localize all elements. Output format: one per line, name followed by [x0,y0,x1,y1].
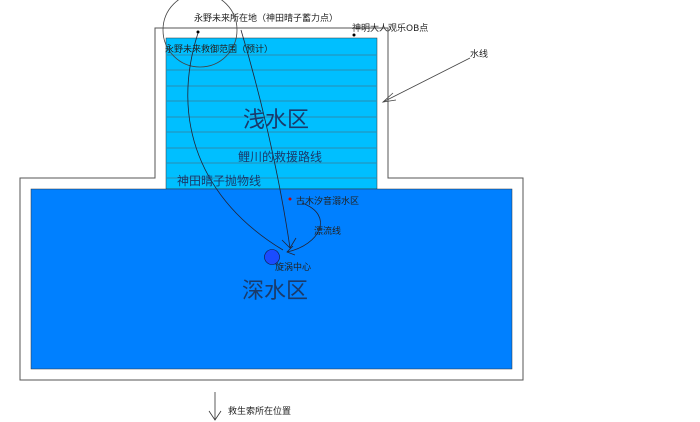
deep-zone-label: 深水区 [242,279,309,304]
whirlpool-circle [264,249,280,265]
rikawa-route-line [240,29,291,249]
shallow-zone-label: 浅水区 [243,108,310,133]
route-arrowhead [281,237,297,249]
rescue-range-label: 永野未来救御范围（预计） [165,45,274,55]
drift-line [286,202,321,253]
lifeline-label: 救生索所在位置 [228,407,292,417]
kanda-parabola-label: 神田晴子抛物线 [177,174,262,188]
shallow-lines [166,54,377,179]
lifeline-arrowhead [208,410,222,421]
deep-area [30,188,513,370]
ob-point [352,33,356,37]
rikawa-route-label: 鲤川的救援路线 [238,150,323,164]
rescue-range-circle [162,0,238,68]
waterline-arrowhead [381,92,397,103]
drowning-zone-label: 古木汐音溺水区 [296,197,360,207]
drowning-point [288,197,292,201]
drift-arrowhead [286,245,296,256]
waterline-label: 水线 [470,50,489,60]
whirlpool-center-label: 旋涡中心 [275,263,312,273]
waterline-pointer [382,57,471,103]
kanda-parabola-line [187,32,284,251]
nagano-point [196,30,200,34]
drift-line-label: 漂流线 [314,227,342,237]
nagano-location-label: 永野未来所在地（神田晴子蓄力点） [194,14,339,24]
pool-outline [19,27,524,381]
shinmei-ob-label: 神明大人观乐OB点 [352,24,429,34]
